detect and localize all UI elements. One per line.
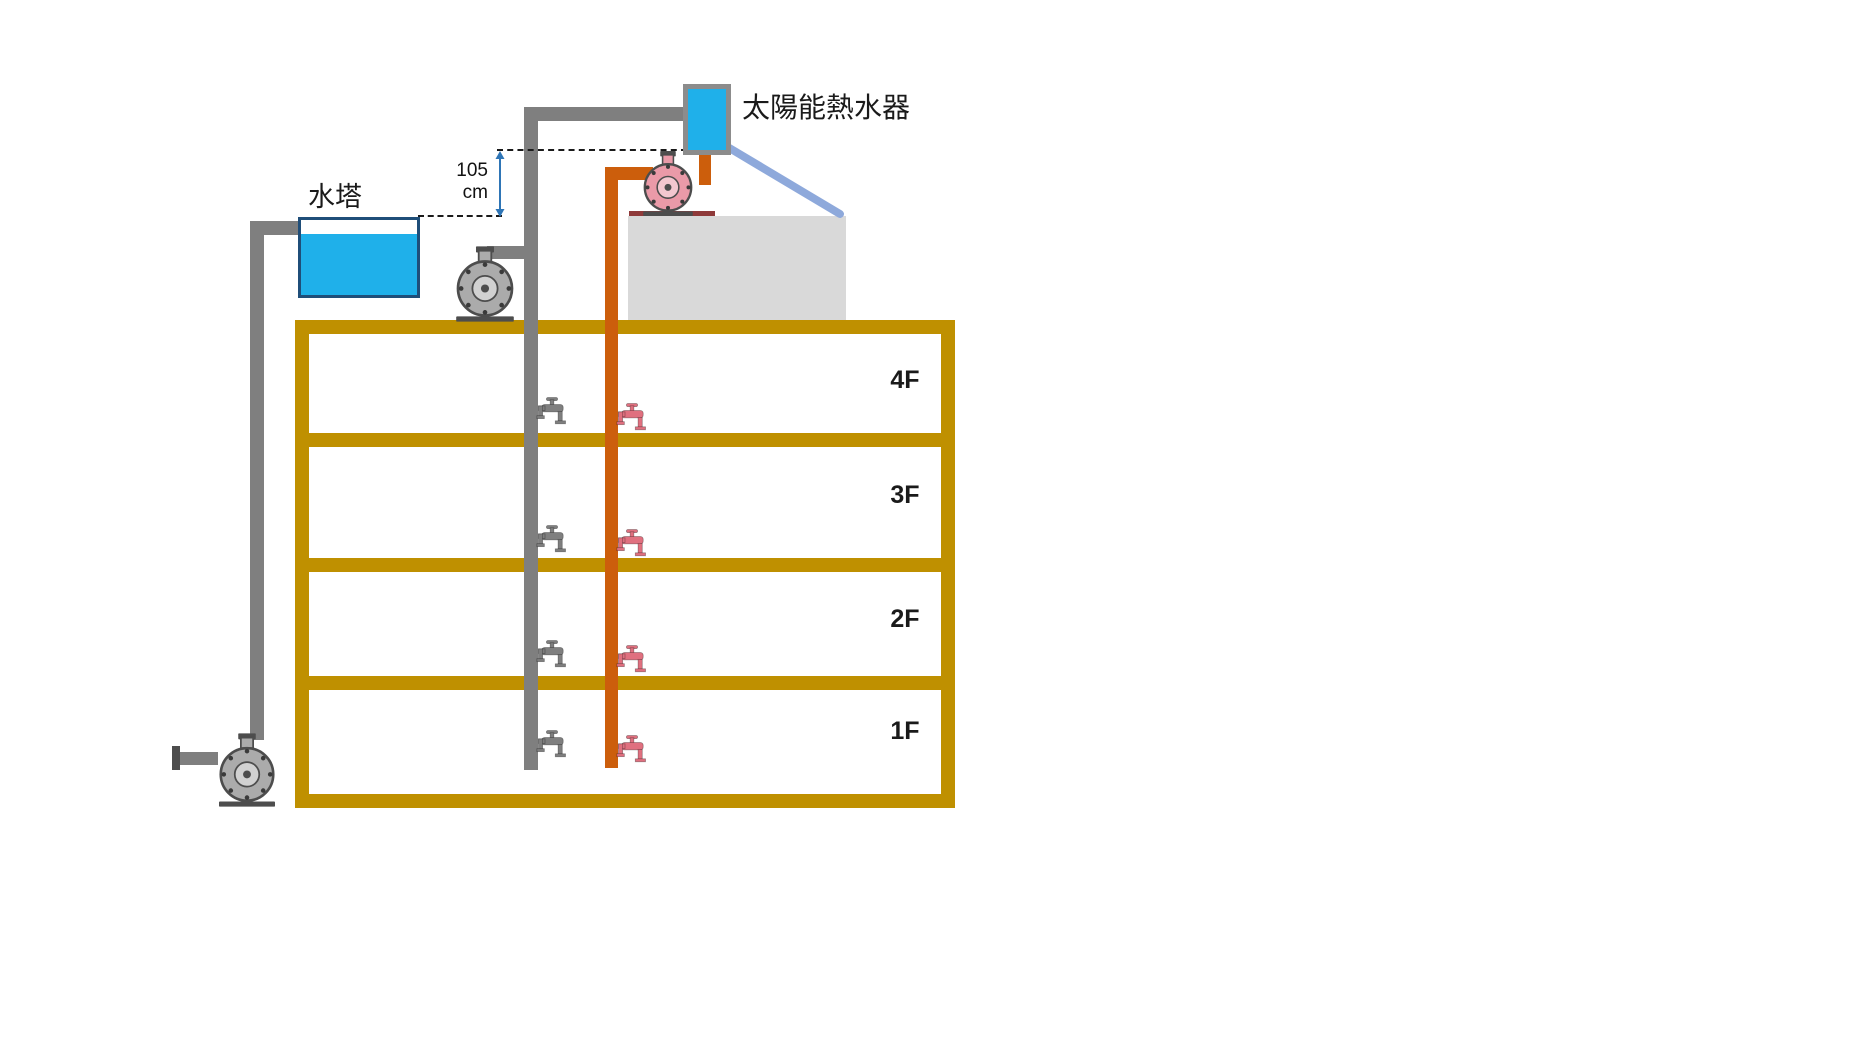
tank-water-fill [301, 234, 417, 295]
measure-dashed-line-upper [497, 149, 687, 151]
hot-faucet-icon [616, 529, 648, 557]
solar-heater-label: 太陽能熱水器 [742, 92, 911, 123]
ground-booster-pump-icon [212, 733, 282, 807]
hot-faucet-icon [616, 403, 648, 431]
floor-label-2f: 2F [890, 605, 920, 633]
cold-pipe-main-riser [524, 107, 538, 770]
floor-divider [309, 558, 941, 572]
hot-pipe-top-horizontal [605, 167, 653, 180]
rooftop-structure [628, 216, 846, 320]
cold-pipe-suction-stub [178, 752, 218, 765]
floor-label-4f: 4F [890, 366, 920, 394]
measure-label: 105 cm [456, 160, 488, 203]
solar-panel-support-icon [722, 142, 844, 218]
measure-dashed-line-lower [418, 215, 502, 217]
hot-faucet-icon [616, 645, 648, 673]
floor-divider [309, 433, 941, 447]
hot-pipe-riser [605, 167, 618, 768]
solar-circulation-pump-icon [637, 151, 699, 216]
hot-pipe-heater-drop [699, 147, 711, 185]
cold-pipe-left-riser [250, 221, 264, 740]
cold-pipe-top-horizontal [524, 107, 685, 121]
pipe-flange [172, 746, 180, 770]
measure-arrow-icon [495, 151, 505, 217]
tank-booster-pump-icon [449, 246, 521, 322]
hot-faucet-icon [616, 735, 648, 763]
cold-faucet-icon [536, 525, 568, 553]
floor-divider [309, 676, 941, 690]
cold-faucet-icon [536, 730, 568, 758]
cold-pipe-pump-connector [487, 246, 527, 259]
water-tower-tank [298, 217, 420, 298]
floor-label-1f: 1F [890, 717, 920, 745]
solar-heater-panel [683, 84, 731, 155]
water-tower-label: 水塔 [308, 182, 362, 212]
floor-label-3f: 3F [890, 481, 920, 509]
cold-faucet-icon [536, 640, 568, 668]
cold-faucet-icon [536, 397, 568, 425]
building-outline [295, 320, 955, 808]
